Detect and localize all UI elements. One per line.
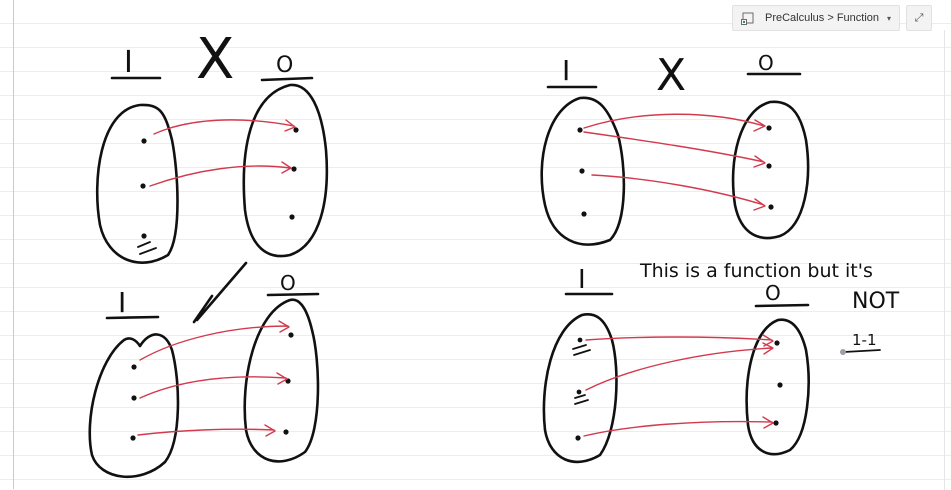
chevron-down-icon: ▾	[886, 13, 891, 23]
diagram-c-mapping-arrow	[137, 424, 276, 437]
annotation-underline	[843, 349, 881, 353]
diagram-c-function-checkmark	[192, 261, 248, 324]
diagram-d-input-hatch	[574, 394, 589, 405]
diagram-c-input-dot	[131, 395, 137, 401]
diagram-b-output-dot	[766, 125, 772, 131]
diagram-b-not-function-mark: X	[656, 50, 686, 101]
diagram-b-input-dot	[579, 168, 585, 174]
diagram-a-input-dot	[141, 233, 147, 239]
diagram-a-output-dot	[291, 166, 297, 172]
diagram-b-output-dot	[766, 163, 772, 169]
diagram-d-input-label: I	[578, 265, 586, 295]
annotation-line-3: 1-1	[852, 331, 877, 349]
page-margin-line	[13, 0, 14, 489]
diagram-a-output-dot	[293, 127, 299, 133]
diagram-c: I O	[88, 261, 320, 479]
diagram-b-output-set	[731, 100, 810, 240]
diagram-c-input-dot	[130, 435, 136, 441]
diagram-b-output-dot	[768, 204, 774, 210]
diagram-d-output-dot	[774, 340, 780, 346]
diagram-c-mapping-arrow	[139, 372, 288, 399]
diagram-a-not-function-mark: X	[196, 27, 234, 92]
breadcrumb-text: PreCalculus > Function	[765, 12, 880, 24]
diagram-c-output-label: O	[280, 271, 296, 295]
diagram-d-input-set	[542, 313, 618, 464]
diagram-c-output-dot	[283, 429, 289, 435]
diagram-d-input-hatch	[572, 344, 591, 356]
diagram-d-input-dot	[575, 435, 581, 441]
diagram-a-mapping-arrow	[149, 161, 292, 187]
diagram-c-input-label: I	[118, 286, 126, 319]
diagram-b-mapping-arrow	[583, 131, 766, 168]
diagram-b-input-dot	[581, 211, 587, 217]
diagram-d-output-set	[745, 318, 810, 456]
diagram-d: I O	[542, 265, 810, 464]
diagram-a-input-hatch	[137, 241, 157, 255]
diagram-b-input-dot	[577, 127, 583, 133]
diagram-c-input-dot	[131, 364, 137, 370]
scroll-track[interactable]	[944, 30, 945, 490]
diagram-d-output-dot	[777, 382, 783, 388]
diagram-b-mapping-arrow	[591, 174, 766, 211]
diagram-c-output-dot	[288, 332, 294, 338]
diagram-d-output-dot	[773, 420, 779, 426]
diagram-c-input-set	[88, 333, 180, 479]
diagram-c-mapping-arrow	[139, 320, 290, 361]
diagram-d-input-dot	[577, 337, 583, 343]
diagram-b: I X O	[540, 50, 810, 246]
diagram-a-output-label: O	[276, 53, 293, 78]
annotation-line-2: NOT	[852, 289, 900, 314]
annotation-line-1: This is a function but it's	[639, 260, 873, 282]
diagram-a: I X O	[95, 27, 329, 264]
diagram-d-input-dot	[576, 389, 582, 395]
annotation: This is a function but it's NOT 1-1	[639, 260, 900, 355]
diagram-d-mapping-arrow	[583, 416, 774, 437]
diagram-d-mapping-arrow	[585, 342, 774, 391]
notebook-icon	[741, 11, 755, 25]
diagram-b-output-label: O	[758, 51, 774, 75]
diagram-a-input-dot	[140, 183, 146, 189]
expand-icon: ⤢	[914, 11, 924, 24]
diagram-a-input-label: I	[124, 45, 133, 80]
diagram-c-output-underline	[266, 292, 320, 297]
notebook-breadcrumb-button[interactable]: PreCalculus > Function ▾	[732, 5, 900, 31]
diagram-a-mapping-arrow	[153, 119, 296, 135]
diagram-b-input-label: I	[562, 54, 570, 87]
diagram-b-mapping-arrow	[583, 113, 766, 132]
diagram-a-output-set	[242, 83, 329, 258]
diagram-a-output-dot	[289, 214, 295, 220]
diagram-d-output-label: O	[765, 281, 781, 305]
expand-button[interactable]: ⤢	[906, 5, 932, 31]
diagram-d-output-underline	[754, 303, 810, 308]
diagram-a-output-underline	[260, 76, 314, 82]
diagram-a-input-dot	[141, 138, 147, 144]
diagram-c-input-underline	[105, 315, 160, 320]
pen-cursor	[840, 349, 846, 355]
diagram-b-input-set	[540, 96, 626, 246]
diagram-c-output-set	[243, 298, 320, 463]
diagram-a-input-set	[95, 103, 179, 264]
